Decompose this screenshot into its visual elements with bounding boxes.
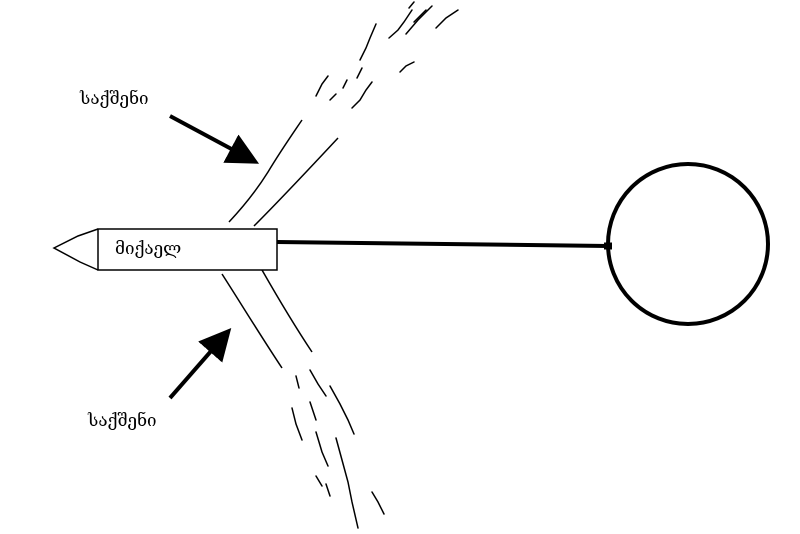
bottom-arrow-label: საქშენი — [87, 411, 157, 431]
bottom-arrow — [168, 327, 232, 400]
upper-nozzle-trace — [315, 1, 459, 109]
top-arrow — [169, 114, 260, 164]
projectile-body — [97, 228, 278, 271]
upper-nozzle-wall — [228, 119, 339, 227]
projectile-tip — [52, 228, 99, 271]
projectile-label: მიქაელ — [115, 239, 181, 259]
lower-nozzle-wall — [221, 269, 313, 369]
lower-nozzle-trace — [291, 369, 385, 529]
tether-line — [276, 240, 609, 248]
projectile: მიქაელ — [52, 228, 278, 271]
top-arrow-label: საქშენი — [79, 89, 149, 109]
target-circle — [606, 162, 770, 326]
